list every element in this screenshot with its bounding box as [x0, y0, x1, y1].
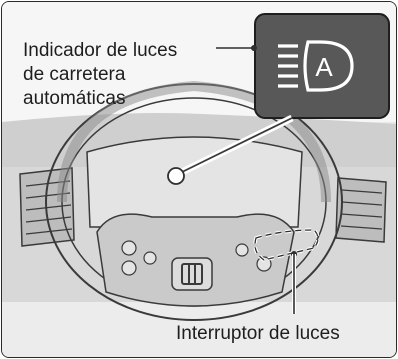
indicator-caption-line1: Indicador de luces	[23, 40, 178, 61]
indicator-panel	[254, 13, 390, 119]
indicator-callout: A	[254, 13, 390, 119]
dashboard-illustration: A	[2, 2, 396, 357]
steering-emblem	[171, 257, 213, 291]
indicator-letter: A	[315, 52, 333, 82]
steering-wheel	[45, 80, 343, 321]
indicator-caption-line3: automáticas	[23, 88, 126, 109]
h-logo-icon	[181, 263, 203, 285]
right-air-vent	[335, 177, 387, 243]
indicator-leader-dot	[251, 45, 257, 51]
switch-caption: Interruptor de luces	[176, 323, 340, 344]
indicator-caption: Indicador de luces de carretera automáti…	[23, 39, 177, 111]
indicator-pointer	[177, 117, 293, 175]
lower-area	[2, 302, 396, 357]
instrument-cluster	[86, 136, 303, 228]
auto-high-beam-icon: A	[278, 40, 354, 92]
indicator-caption-line2: de carretera	[23, 64, 126, 85]
indicator-location-marker	[167, 167, 185, 185]
